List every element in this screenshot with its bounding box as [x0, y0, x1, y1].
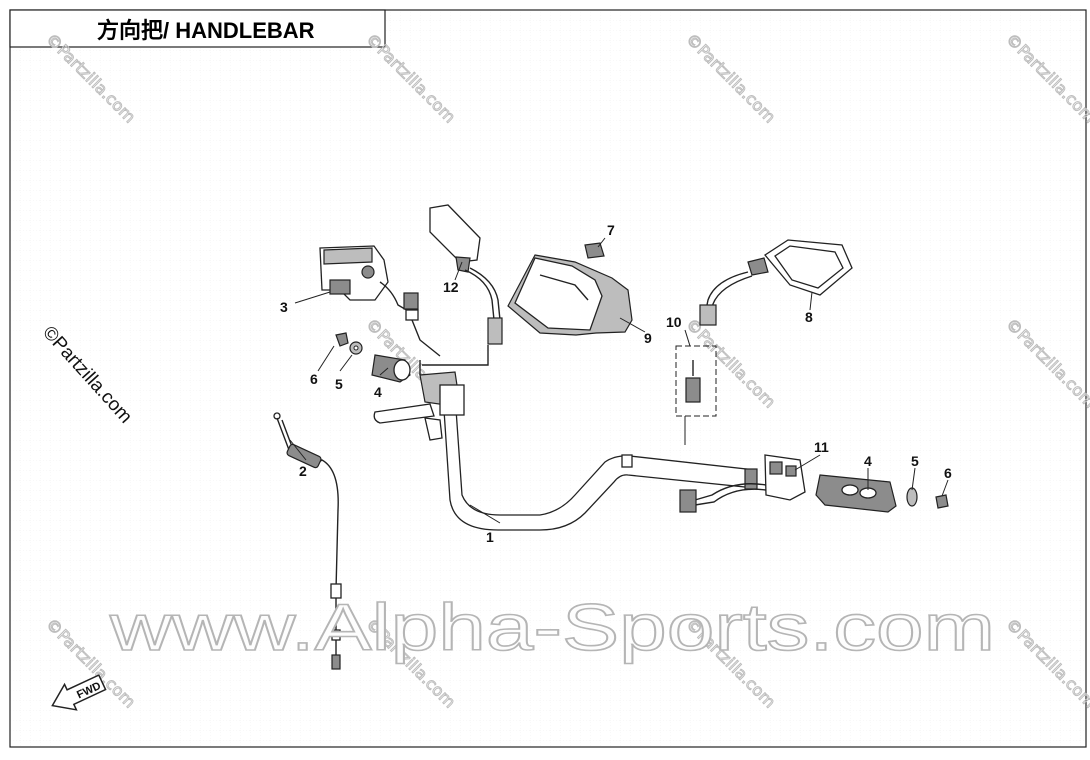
- part-2-cable: [273, 412, 342, 670]
- watermark-main: www.Alpha-Sports.com: [109, 590, 995, 664]
- title-box: [9, 9, 386, 48]
- leader-lines: [289, 237, 949, 497]
- diagram-title: 方向把/ HANDLEBAR: [97, 18, 315, 43]
- part-9-handguard: [507, 254, 633, 336]
- part-5-6-right: [906, 487, 949, 509]
- part-11-right-switch: [679, 454, 806, 513]
- part-3-master-cylinder: [319, 245, 441, 357]
- callout-7: 7: [607, 222, 615, 238]
- callout-4-left: 4: [374, 384, 382, 400]
- callout-1: 1: [486, 529, 494, 545]
- left-lever-assembly: [373, 345, 489, 441]
- part-5-6-left: [335, 332, 363, 355]
- part-10-connector: [675, 345, 717, 417]
- callout-10: 10: [666, 314, 682, 330]
- part-8-right-mirror: [699, 239, 853, 326]
- callout-8: 8: [805, 309, 813, 325]
- drawing-frame: [9, 9, 1087, 748]
- part-4-left-grip: [371, 354, 411, 383]
- callout-labels: 1 2 3 4 5 6 7 8 9 10 11 12 4 5 6: [280, 222, 952, 545]
- callout-3: 3: [280, 299, 288, 315]
- callout-9: 9: [644, 330, 652, 346]
- callout-5-left: 5: [335, 376, 343, 392]
- callout-12: 12: [443, 279, 459, 295]
- part-4-right-grip: [815, 474, 897, 513]
- callout-6-left: 6: [310, 371, 318, 387]
- callout-11: 11: [814, 439, 829, 455]
- callout-4-right: 4: [864, 453, 872, 469]
- callout-5-right: 5: [911, 453, 919, 469]
- part-12-left-mirror: [429, 204, 503, 345]
- callout-6-right: 6: [944, 465, 952, 481]
- callout-2: 2: [299, 463, 307, 479]
- part-7-cap: [584, 242, 605, 259]
